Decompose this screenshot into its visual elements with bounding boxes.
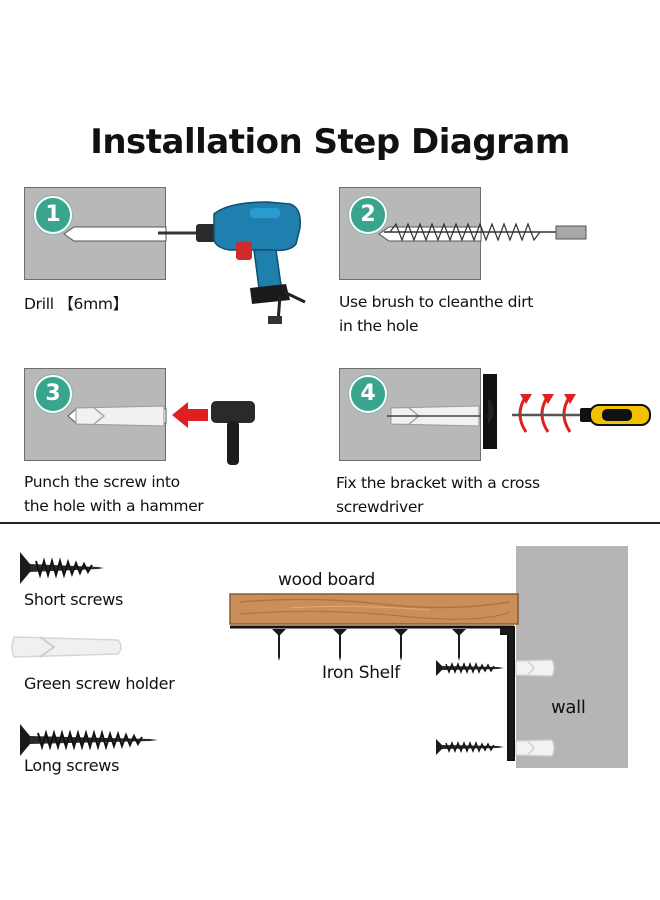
long-screws-label: Long screws	[24, 756, 120, 775]
step-2-badge: 2	[349, 196, 387, 234]
screw-head-icon	[488, 398, 494, 424]
short-screw	[394, 629, 408, 661]
long-screw-lower	[436, 739, 504, 755]
step-3-caption: Punch the screw into the hole with a ham…	[24, 470, 204, 518]
step-2-caption: Use brush to cleanthe dirt in the hole	[339, 290, 533, 338]
short-screws-group	[272, 629, 466, 661]
iron-shelf-label: Iron Shelf	[322, 663, 400, 683]
short-screw	[452, 629, 466, 661]
wall-label: wall	[551, 697, 586, 718]
brush-icon	[384, 222, 587, 242]
step-3-caption-line-1: Punch the screw into	[24, 473, 180, 491]
step-4-caption-line-1: Fix the bracket with a cross	[336, 474, 540, 492]
short-screw	[333, 629, 347, 661]
step-3-anchor-illustration	[67, 405, 167, 427]
long-screw-upper	[436, 660, 504, 676]
step-3-caption-line-2: the hole with a hammer	[24, 497, 204, 515]
wall-anchor-lower	[515, 739, 555, 757]
wall-block	[516, 546, 628, 768]
step-2-hole-illustration	[378, 226, 482, 242]
wood-board	[229, 593, 519, 625]
screw-holder-label: Green screw holder	[24, 674, 175, 693]
long-screw-icon	[20, 724, 158, 756]
iron-shelf-bracket	[230, 625, 515, 761]
hammer-icon	[211, 401, 255, 465]
screwdriver-icon	[512, 404, 651, 426]
step-1-caption-line-1: Drill 【6mm】	[24, 295, 128, 313]
page-title: Installation Step Diagram	[90, 122, 570, 162]
short-screw	[272, 629, 286, 661]
short-screw-icon	[20, 552, 104, 584]
step-1-caption: Drill 【6mm】	[24, 292, 128, 316]
step-2-caption-line-2: in the hole	[339, 317, 419, 335]
screw-holder-icon	[11, 636, 122, 658]
step-1-badge: 1	[34, 196, 72, 234]
step-4-anchor-illustration	[387, 405, 481, 427]
short-screws-label: Short screws	[24, 590, 124, 609]
step-4-caption: Fix the bracket with a cross screwdriver	[336, 471, 540, 519]
step-1-hole-illustration	[63, 226, 167, 242]
wood-board-label: wood board	[278, 570, 375, 590]
drill-icon	[158, 201, 306, 324]
wall-anchor-upper	[515, 659, 555, 677]
step-4-badge: 4	[349, 375, 387, 413]
section-divider	[0, 522, 660, 524]
step-3-badge: 3	[34, 375, 72, 413]
step-2-caption-line-1: Use brush to cleanthe dirt	[339, 293, 534, 311]
push-arrow-icon	[172, 402, 208, 428]
step-4-caption-line-2: screwdriver	[336, 498, 424, 516]
